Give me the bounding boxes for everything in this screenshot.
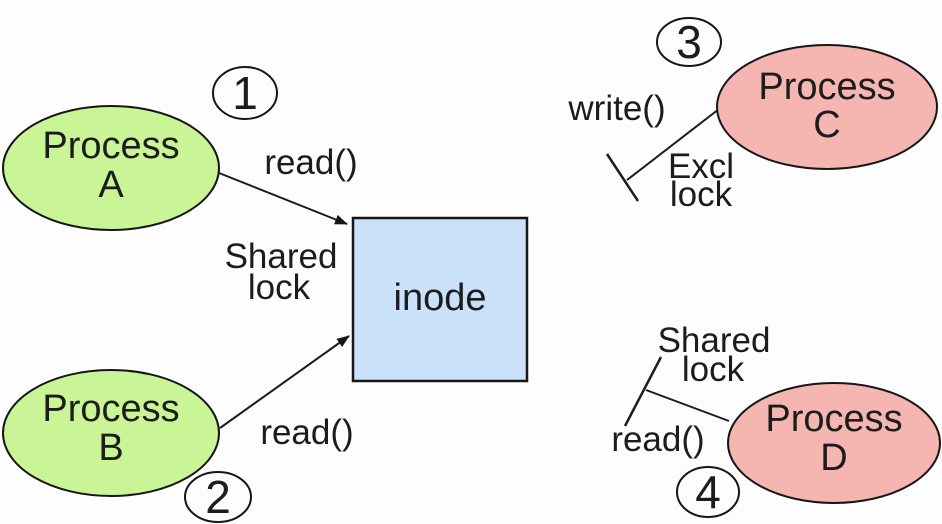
- process-c-label-line1: Process: [758, 66, 895, 108]
- shared-lock-d-line1: Shared: [658, 321, 771, 360]
- process-d-label-line2: D: [820, 437, 847, 479]
- step-3-badge: [656, 17, 722, 67]
- read-call-label-a: read(): [264, 143, 357, 182]
- excl-lock-c-line1: Excl: [668, 147, 734, 186]
- shared-lock-d-line2: lock: [682, 350, 745, 389]
- process-b-node: [2, 369, 220, 497]
- blocked-bar-process-d: [623, 356, 663, 427]
- process-a-node: [2, 105, 220, 231]
- step-2-badge: [184, 471, 252, 523]
- line-process-c-write-attempt: [626, 108, 720, 181]
- process-c-label-line2: C: [813, 104, 840, 146]
- process-d-node: [727, 382, 941, 504]
- step-4-number: 4: [695, 466, 721, 518]
- step-4-badge: [676, 466, 740, 518]
- inode-label: inode: [394, 277, 487, 319]
- process-c-node: [716, 44, 938, 170]
- inode-node: [351, 216, 529, 383]
- excl-lock-c-line2: lock: [670, 175, 733, 214]
- step-3-number: 3: [676, 16, 702, 68]
- arrow-process-b-to-inode: [219, 335, 350, 429]
- blocked-bar-process-c: [605, 153, 640, 202]
- process-a-label-line2: A: [98, 164, 124, 206]
- process-b-label-line2: B: [98, 427, 123, 469]
- shared-lock-center-line2: lock: [248, 268, 311, 307]
- write-call-label-c: write(): [567, 89, 665, 128]
- step-1-number: 1: [232, 67, 258, 119]
- step-2-number: 2: [205, 471, 231, 523]
- process-a-label-line1: Process: [42, 125, 179, 167]
- read-call-label-b: read(): [260, 413, 353, 452]
- process-b-label-line1: Process: [42, 388, 179, 430]
- read-call-label-d: read(): [611, 420, 704, 459]
- process-d-label-line1: Process: [765, 398, 902, 440]
- shared-lock-center-line1: Shared: [225, 237, 338, 276]
- line-process-d-read-attempt: [645, 389, 730, 422]
- arrow-process-a-to-inode: [213, 170, 348, 225]
- step-1-badge: [212, 66, 278, 120]
